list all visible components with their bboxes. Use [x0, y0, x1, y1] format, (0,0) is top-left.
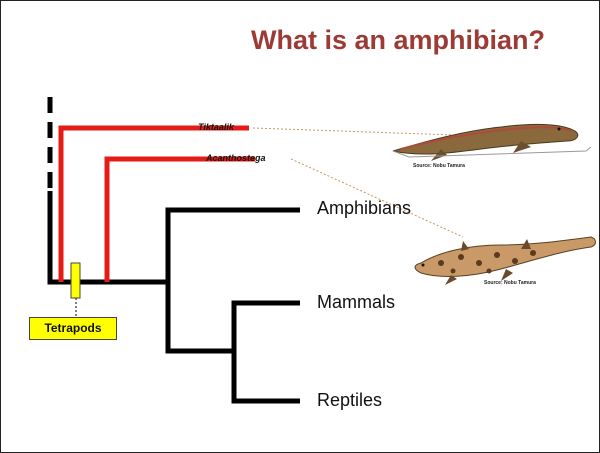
tiktaalik-leader-line — [253, 128, 483, 136]
fossil-label-tiktaalik: Tiktaalik — [198, 122, 234, 132]
fossil-label-acanthostega: Acanthostega — [206, 153, 266, 163]
acanthostega-illustration — [415, 237, 596, 285]
tiktaalik-illustration — [393, 124, 591, 161]
mammals-branch — [234, 303, 300, 351]
amphibians-branch — [168, 210, 300, 282]
tiktaalik-image-credit: Source: Nobu Tamura — [413, 163, 465, 169]
reptiles-branch — [234, 351, 300, 401]
taxon-label-reptiles: Reptiles — [317, 390, 382, 411]
acanthostega-branch — [107, 159, 255, 282]
acanthostega-image-credit: Source: Nobu Tamura — [484, 280, 536, 286]
tiktaalik-branch — [61, 128, 249, 282]
taxon-label-mammals: Mammals — [317, 292, 395, 313]
clade-marker — [71, 263, 80, 298]
taxon-label-amphibians: Amphibians — [317, 198, 411, 219]
amniote-branch — [168, 282, 234, 351]
tetrapods-label: Tetrapods — [29, 317, 117, 340]
